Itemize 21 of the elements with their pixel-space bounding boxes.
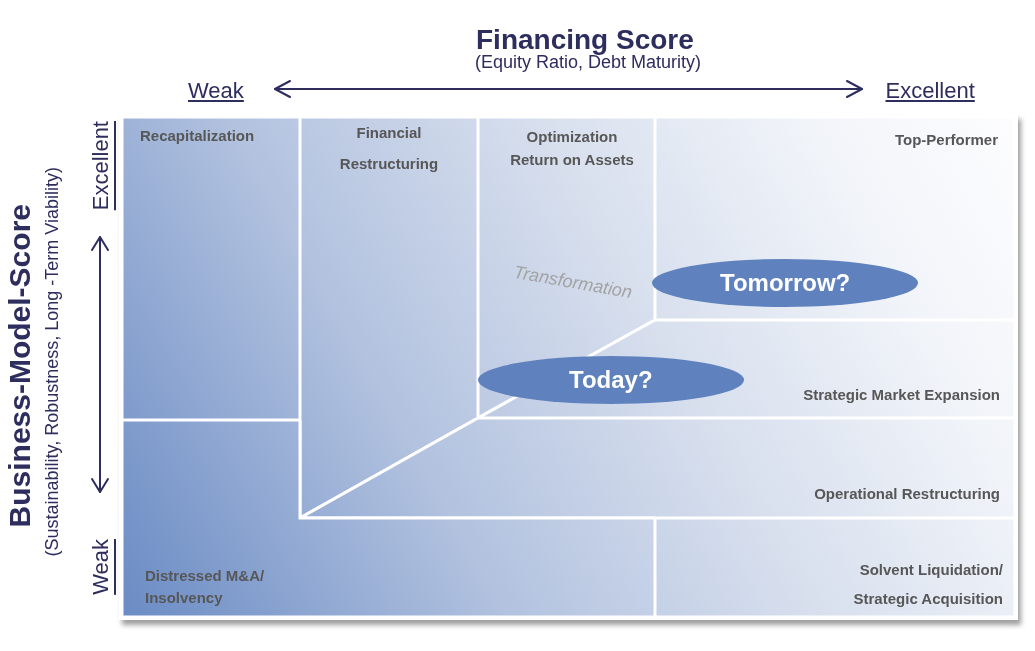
axis-title: Financing Score [476,24,694,55]
region-label: Financial Restructuring [339,123,439,174]
axis-end-label: Weak [87,539,113,595]
region-label: Distressed M&A/ Insolvency [145,566,266,608]
axis-end-label: Weak [188,77,244,103]
matrix-region [478,117,655,418]
axis-end-label: Excellent [87,120,113,210]
matrix-region [478,320,1015,418]
axis-end-label: Excellent [885,77,975,103]
region-label: Solvent Liquidation/ Strategic Acquisition [852,560,1003,609]
scenario-label: Today? [569,366,653,394]
region-label: Strategic Market Expansion [802,385,1000,405]
region-label: Top-Performer [893,130,998,150]
scenario-label: Tomorrow? [720,269,851,297]
axis-title: Business-Model-Score [2,203,37,527]
axis-subtitle: (Sustainability, Robustness, Long -Term Viability) [41,167,63,557]
region-label: Optimization Return on Assets [509,127,635,170]
matrix-region [122,117,300,420]
matrix-region [300,117,478,518]
region-label: Recapitalization [140,126,256,146]
region-label: Operational Restructuring [813,484,1000,504]
